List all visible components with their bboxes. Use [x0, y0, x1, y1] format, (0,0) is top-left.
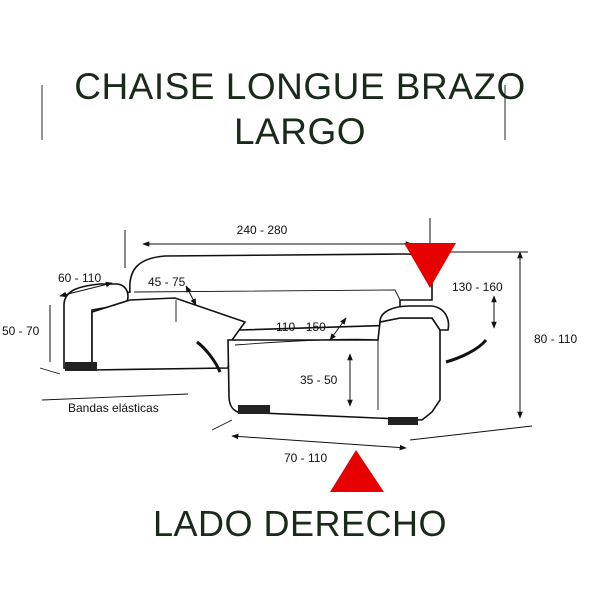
sofa-foot-right: [388, 417, 418, 425]
elastic-label-leader: [41, 393, 189, 401]
dim-total-height: 80 - 110: [534, 332, 577, 346]
dim-arm-height: 50 - 70: [2, 324, 40, 338]
dim-line-seat-back: [185, 285, 197, 306]
red-marker-top: [404, 243, 456, 288]
title-line-2: LARGO: [233, 111, 367, 152]
dim-seat-height: 35 - 50: [300, 373, 338, 387]
side-label: LADO DERECHO: [152, 503, 448, 544]
dim-line-chaise-width: [231, 433, 407, 451]
sofa-chaise: [227, 317, 441, 421]
guide-chaise-width-left: [211, 419, 233, 431]
dim-chaise-arm: 130 - 160: [452, 280, 503, 294]
dim-line-seat-depth: [329, 317, 347, 341]
sofa-foot-middle: [238, 405, 270, 414]
dim-arm-width: 60 - 110: [58, 271, 101, 285]
sofa-foot-left: [65, 362, 97, 371]
title-line-1: CHAISE LONGUE BRAZO: [74, 66, 526, 107]
elastic-band-right: [445, 339, 488, 364]
dim-seat-depth: 110 - 150: [276, 320, 326, 334]
guide-arm-height-base: [39, 367, 61, 375]
dim-total-width: 240 - 280: [237, 223, 288, 237]
dim-line-arm-width: [59, 281, 113, 298]
sofa-right-arm: [379, 305, 450, 331]
red-marker-bottom: [330, 450, 384, 492]
back-cushion-line: [133, 289, 401, 301]
dim-chaise-width: 70 - 110: [284, 451, 327, 465]
guide-chaise-width-right: [409, 425, 533, 441]
elastic-bands-label: Bandas elásticas: [68, 401, 159, 415]
dim-seat-back: 45 - 75: [148, 275, 186, 289]
elastic-band-left: [196, 340, 222, 373]
